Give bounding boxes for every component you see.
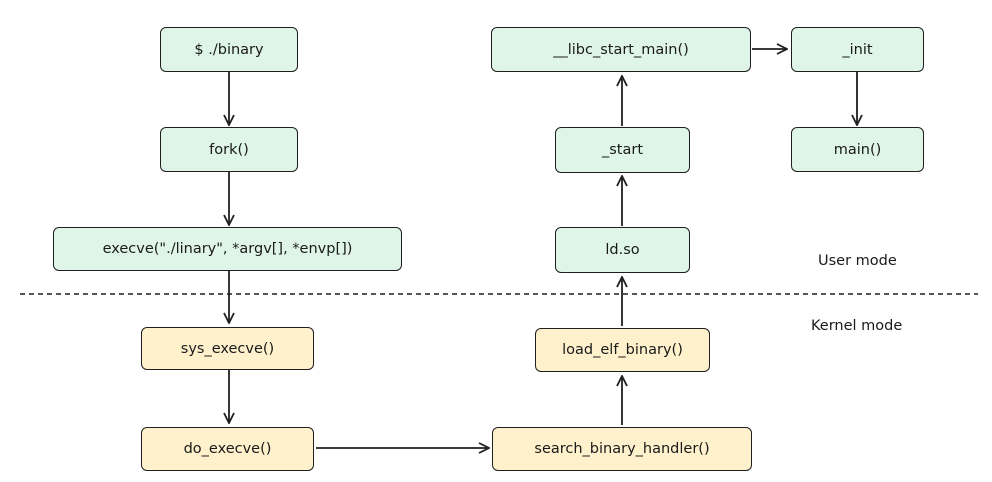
node-fork: fork() — [160, 127, 298, 172]
node-execve: execve("./linary", *argv[], *envp[]) — [53, 227, 402, 271]
node-search-binary-handler: search_binary_handler() — [492, 427, 752, 471]
kernel-mode-label: Kernel mode — [811, 318, 903, 334]
node-sys-execve: sys_execve() — [141, 327, 314, 370]
node-main: main() — [791, 127, 924, 172]
node-shell-binary: $ ./binary — [160, 27, 298, 72]
node-load-elf-binary: load_elf_binary() — [535, 328, 710, 372]
node-do-execve: do_execve() — [141, 427, 314, 471]
node-init: _init — [791, 27, 924, 72]
user-mode-label: User mode — [818, 253, 897, 269]
node-ld-so: ld.so — [555, 227, 690, 273]
node-libc-start-main: __libc_start_main() — [491, 27, 751, 72]
node-start: _start — [555, 127, 690, 173]
